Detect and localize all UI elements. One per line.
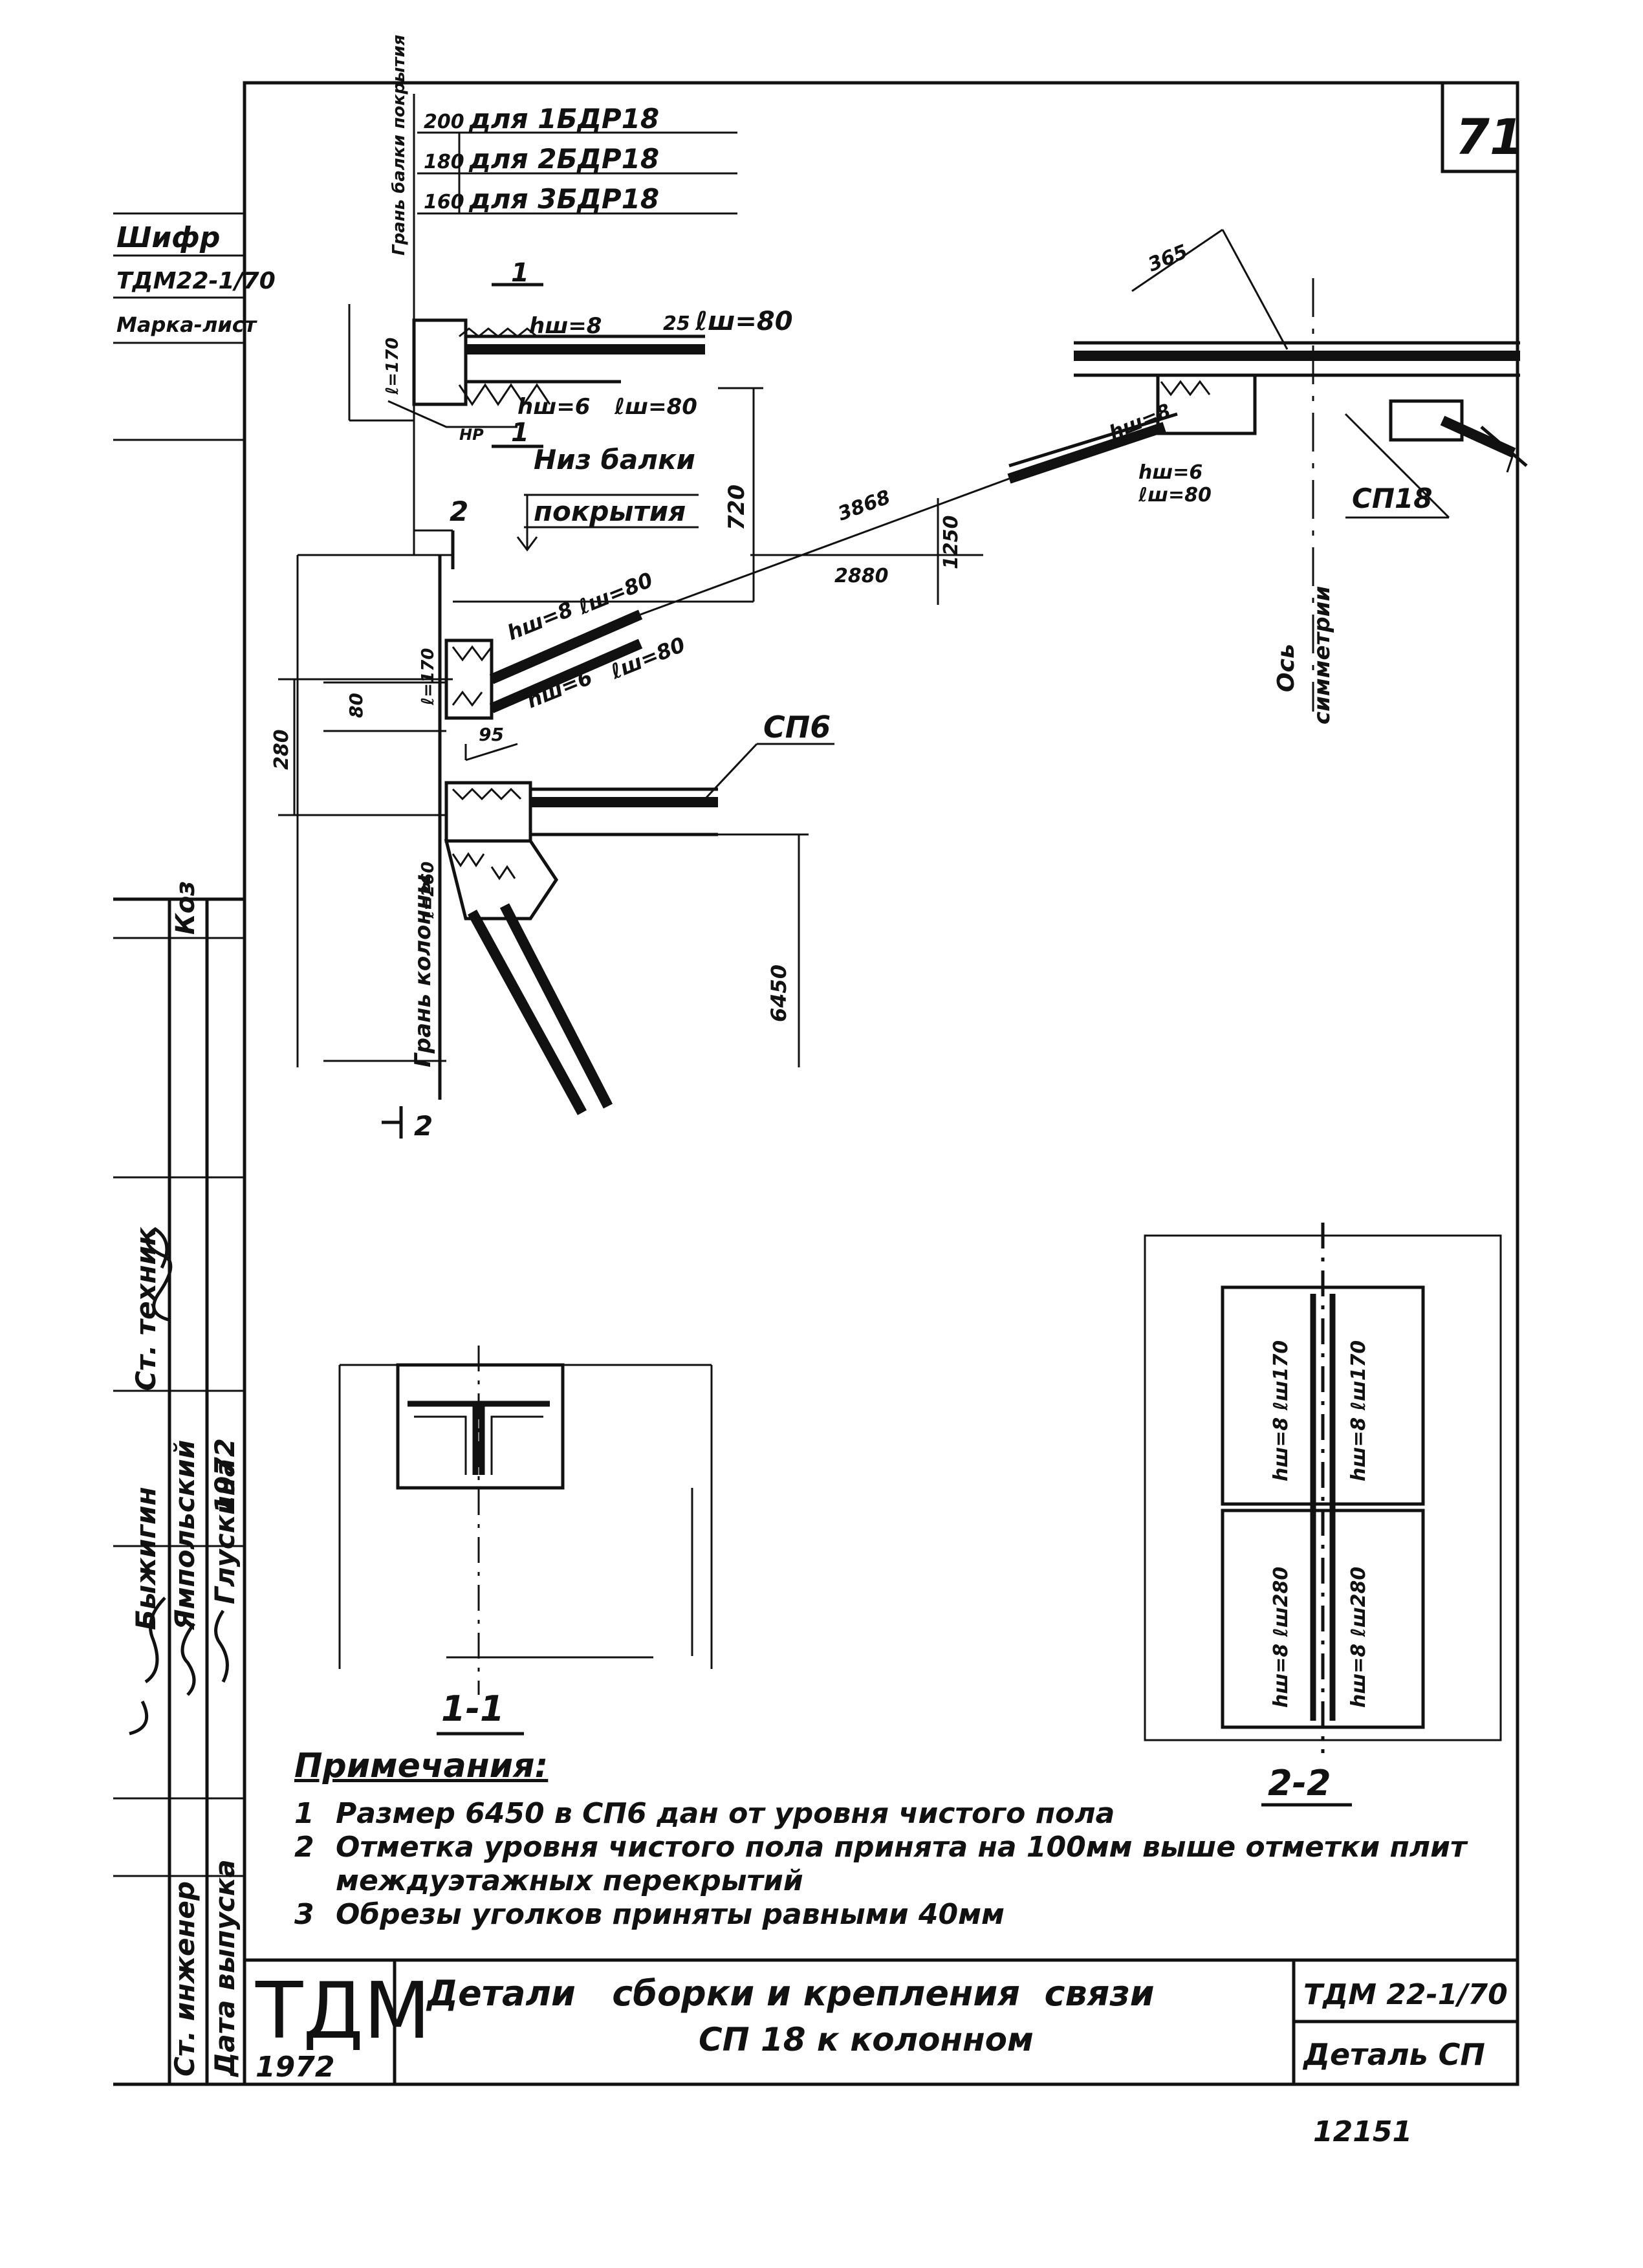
dim-95: 95 [479, 724, 504, 745]
s22-weld-top-2: hш=8 ℓш170 [1347, 1340, 1370, 1481]
weld-lw80-top: ℓш=80 [695, 307, 793, 336]
release-label: Дата выпуска [209, 1859, 241, 2078]
note-number: 2 [294, 1831, 314, 1864]
section-2-2: hш=8 ℓш170 hш=8 ℓш170 hш=8 ℓш280 hш=8 ℓш… [1144, 1223, 1502, 1807]
detail-label: Деталь СП [1302, 2037, 1485, 2072]
beam-table-value-1: 200 [424, 111, 464, 133]
dim-80: 80 [345, 693, 367, 718]
sheet-frame [243, 81, 1519, 2086]
symmetry-axis-2: симметрии [1309, 586, 1335, 725]
check-label: Коз [171, 881, 201, 935]
column-face-label: Грань колонны [410, 875, 436, 1067]
section-2-2-title: 2-2 [1268, 1763, 1331, 1804]
plate-d: НР [459, 426, 484, 444]
beam-table-text-2: для 2БДР18 [468, 143, 659, 175]
note-text: Обрезы уголков приняты равными 40мм [336, 1898, 1005, 1931]
sheet-number-box: 71 [1441, 83, 1524, 173]
beam-bottom-2: покрытия [534, 496, 686, 527]
plate-b: ℓ=170 [419, 648, 438, 706]
weld-lw80-mid-bottom: ℓш=80 [607, 632, 689, 684]
beam-table-value-3: 160 [424, 191, 464, 213]
weld-hw8: hш=8 [529, 313, 602, 339]
s22-weld-top-1: hш=8 ℓш170 [1270, 1340, 1292, 1481]
weld-hw6: hш=6 [517, 394, 590, 420]
ridge-connection: 3868 2880 1250 hш=8 hш=6 ℓш=80 365 Ось с… [640, 228, 1528, 725]
plate-c: ℓ=260 [419, 862, 438, 919]
section-1-mark-top: 1 [511, 258, 529, 288]
weld-lw80-bottom: ℓш=80 [614, 394, 697, 420]
title-block: ТДМ 1972 Детали сборки и крепления связи… [245, 1958, 1518, 2084]
cipher-value: ТДМ22-1/70 [116, 268, 276, 294]
dim-720: 720 [724, 485, 750, 530]
drawing-code: ТДМ 22-1/70 [1303, 1978, 1508, 2011]
s22-weld-bot-1: hш=8 ℓш280 [1270, 1567, 1292, 1708]
name-2: Ямпольский [169, 1440, 201, 1631]
dim-1250: 1250 [940, 516, 963, 570]
note-text: Отметка уровня чистого пола принята на 1… [336, 1831, 1467, 1897]
dim-2880: 2880 [834, 565, 889, 587]
beam-bottom-1: Низ балки [534, 444, 695, 475]
note-number: 3 [294, 1898, 314, 1931]
name-3: Глускина [209, 1459, 241, 1604]
dim-6450: 6450 [767, 965, 791, 1022]
beam-table-text-3: для 3БДР18 [468, 183, 659, 215]
dim-25: 25 [663, 312, 690, 335]
dim-365: 365 [1145, 241, 1191, 277]
signature-2 [129, 1597, 166, 1736]
dim-3868: 3868 [835, 486, 893, 525]
section-2-mark-top: 2 [450, 496, 468, 527]
weld-lw80-mid-top: ℓш=80 [574, 567, 657, 620]
notes-heading: Примечания: [294, 1747, 549, 1785]
drawing-title-line2: СП 18 к колонном [699, 2021, 1034, 2058]
note-item: 3 Обрезы уголков приняты равными 40мм [294, 1898, 1491, 1932]
weld-hw6-ridge: hш=6 [1138, 461, 1202, 484]
s22-weld-bot-2: hш=8 ℓш280 [1347, 1567, 1370, 1708]
tdm-logo: ТДМ [255, 1967, 431, 2056]
side-stamp: Шифр ТДМ22-1/70 Марка-лист Коз Ст. техни… [113, 212, 276, 2086]
note-item: 1 Размер 6450 в СП6 дан от уровня чистог… [294, 1797, 1491, 1831]
sp6-label: СП6 [763, 710, 831, 745]
weld-hw8-mid: hш=8 [504, 597, 576, 646]
plate-a: ℓ=170 [383, 338, 402, 395]
beam-edge-label: Грань балки покрытия [389, 35, 409, 256]
sheet-number: 71 [1455, 108, 1524, 166]
release-year: 1972 [209, 1438, 241, 1514]
role-senior-engineer: Ст. инженер [169, 1881, 201, 2077]
tdm-year: 1972 [256, 2051, 334, 2084]
weld-lw80-ridge: ℓш=80 [1138, 484, 1212, 507]
column-node: hш=8 ℓш=80 hш=6 ℓш=80 ℓ=170 80 95 280 СП… [270, 554, 834, 1142]
symmetry-axis-1: Ось [1273, 644, 1300, 692]
section-2-mark-bottom: 2 [414, 1110, 433, 1142]
upper-connection: ℓ=170 hш=8 25 ℓш=80 hш=6 ℓш=80 НР 1 1 72… [348, 258, 793, 602]
beam-table-value-2: 180 [424, 151, 464, 173]
mark-label: Марка-лист [116, 312, 258, 337]
cipher-label: Шифр [116, 221, 220, 254]
sp18-label: СП18 [1352, 483, 1432, 514]
beam-table-text-1: для 1БДР18 [468, 103, 659, 135]
notes: Примечания: 1 Размер 6450 в СП6 дан от у… [294, 1747, 1491, 1932]
note-item: 2 Отметка уровня чистого пола принята на… [294, 1831, 1491, 1898]
section-1-mark-bottom: 1 [511, 418, 529, 448]
note-number: 1 [294, 1797, 314, 1830]
signature-3 [180, 1622, 196, 1696]
stamp-number: 12151 [1313, 2115, 1412, 2148]
dim-280: 280 [270, 729, 293, 770]
section-1-1: 1-1 [338, 1346, 713, 1736]
signature-4 [214, 1609, 229, 1683]
note-text: Размер 6450 в СП6 дан от уровня чистого … [336, 1797, 1115, 1830]
weld-hw6-mid: hш=6 [523, 665, 596, 714]
section-1-1-title: 1-1 [441, 1688, 505, 1729]
signature-1 [145, 1227, 173, 1322]
drawing-title-line1: Детали сборки и крепления связи [426, 1973, 1155, 2014]
beam-table: 200 для 1БДР18 180 для 2БДР18 160 для 3Б… [389, 35, 737, 259]
